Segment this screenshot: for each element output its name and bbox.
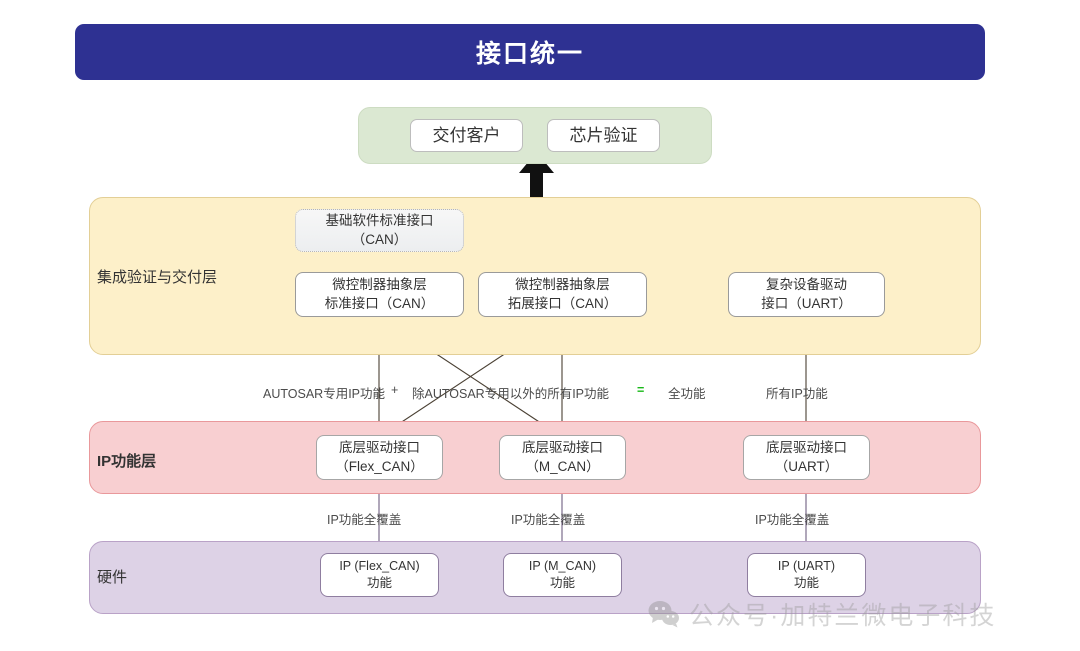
node-driver-interface-uart[interactable]: 底层驱动接口 （UART）	[743, 435, 870, 480]
node-ip-mcan-function[interactable]: IP (M_CAN) 功能	[503, 553, 622, 597]
edge-label-coverage-flexcan: IP功能全覆盖	[327, 513, 402, 527]
edge-label-coverage-uart: IP功能全覆盖	[755, 513, 830, 527]
node-mcal-standard-interface-can[interactable]: 微控制器抽象层 标准接口（CAN）	[295, 272, 464, 317]
node-line2: （CAN）	[351, 231, 408, 247]
node-line2: 功能	[366, 576, 392, 590]
node-bsw-standard-interface-can[interactable]: 基础软件标准接口 （CAN）	[295, 209, 464, 252]
node-line1: 底层驱动接口	[766, 439, 847, 455]
layer-label-ip-function: IP功能层	[97, 453, 157, 470]
node-driver-interface-mcan[interactable]: 底层驱动接口 （M_CAN）	[499, 435, 626, 480]
node-mcal-extended-interface-can[interactable]: 微控制器抽象层 拓展接口（CAN）	[478, 272, 647, 317]
edge-label-non-autosar: 除AUTOSAR专用以外的所有IP功能	[412, 387, 610, 401]
watermark: 公众号·加特兰微电子科技	[648, 596, 996, 632]
node-line1: 底层驱动接口	[339, 439, 420, 455]
edge-label-full-function: 全功能	[668, 387, 706, 401]
node-line2: 功能	[549, 576, 575, 590]
layer-label-integration: 集成验证与交付层	[97, 269, 218, 286]
edge-label-equals: =	[637, 383, 645, 397]
node-line2: （Flex_CAN）	[335, 458, 424, 474]
node-line1: 复杂设备驱动	[766, 276, 847, 292]
edge-label-plus: +	[391, 383, 399, 397]
node-ip-flexcan-function[interactable]: IP (Flex_CAN) 功能	[320, 553, 439, 597]
node-line2: 拓展接口（CAN）	[507, 295, 618, 311]
node-ip-uart-function[interactable]: IP (UART) 功能	[747, 553, 866, 597]
node-line2: 标准接口（CAN）	[324, 295, 435, 311]
output-label-chip-verify: 芯片验证	[569, 125, 638, 145]
edge-label-coverage-mcan: IP功能全覆盖	[511, 513, 586, 527]
node-complex-device-driver-uart[interactable]: 复杂设备驱动 接口（UART）	[728, 272, 885, 317]
layer-label-hardware: 硬件	[97, 569, 128, 586]
edge-label-all-ip-function: 所有IP功能	[766, 387, 828, 401]
node-driver-interface-flexcan[interactable]: 底层驱动接口 （Flex_CAN）	[316, 435, 443, 480]
watermark-text: 公众号·加特兰微电子科技	[689, 602, 997, 630]
node-line1: 微控制器抽象层	[332, 276, 427, 292]
node-line1: IP (UART)	[777, 558, 836, 573]
node-line1: 底层驱动接口	[522, 439, 603, 455]
edge-label-autosar-only: AUTOSAR专用IP功能	[263, 387, 386, 401]
page-title: 接口统一	[475, 40, 584, 68]
node-line2: （UART）	[774, 458, 839, 474]
node-line1: 基础软件标准接口	[325, 212, 434, 228]
page-title-bar: 接口统一	[75, 24, 985, 80]
node-line1: IP (M_CAN)	[528, 558, 597, 573]
node-line2: （M_CAN）	[525, 458, 600, 474]
output-box-chip-verify[interactable]: 芯片验证	[547, 119, 660, 152]
node-line2: 接口（UART）	[761, 295, 852, 311]
output-label-delivery: 交付客户	[432, 125, 501, 145]
output-box-delivery[interactable]: 交付客户	[410, 119, 523, 152]
wechat-icon	[648, 601, 679, 628]
node-line1: IP (Flex_CAN)	[339, 558, 420, 573]
node-line2: 功能	[793, 576, 819, 590]
node-line1: 微控制器抽象层	[515, 276, 610, 292]
